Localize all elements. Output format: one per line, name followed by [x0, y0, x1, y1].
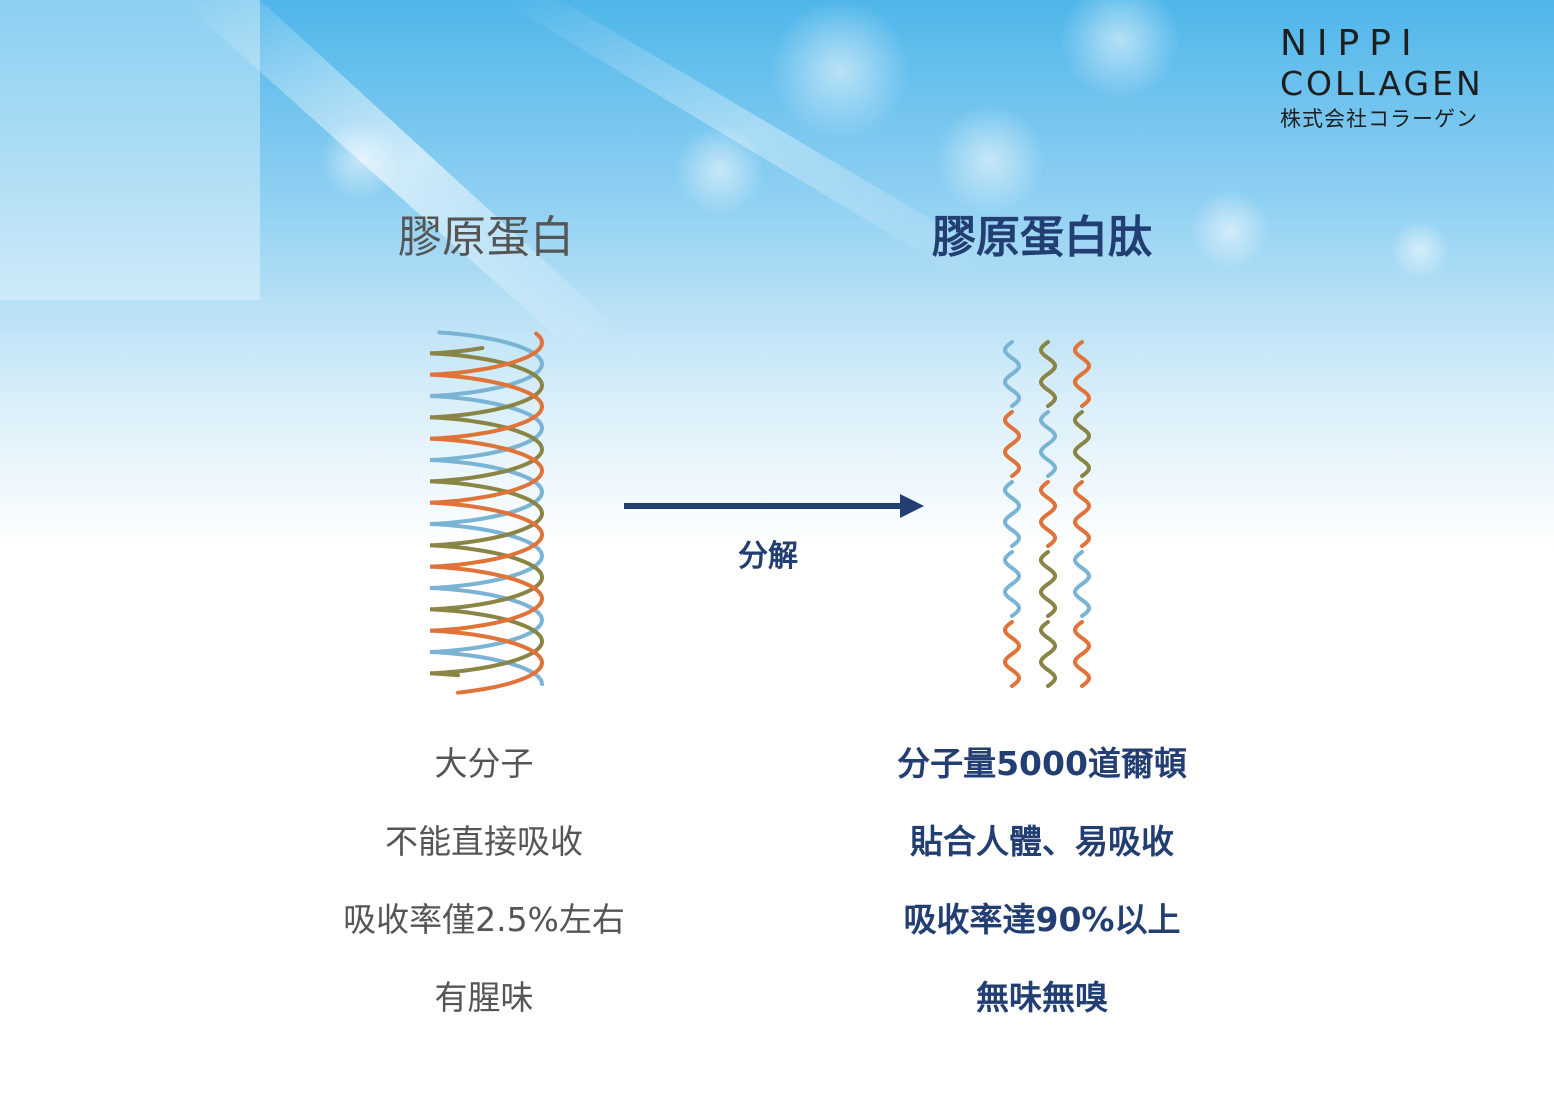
logo-company-name: 株式会社コラーゲン [1280, 107, 1478, 131]
collagen-property: 大分子 [434, 744, 534, 783]
collagen-peptide-fragments [1002, 340, 1092, 688]
peptide-property: 吸收率達90%以上 [903, 900, 1181, 939]
peptide-fragment [1002, 410, 1022, 478]
peptide-fragment [1072, 480, 1092, 548]
arrow-label: 分解 [738, 539, 798, 574]
breakdown-arrow [624, 494, 924, 518]
logo-line-nippi: NIPPI [1280, 23, 1422, 64]
peptide-fragment [1038, 340, 1058, 408]
peptide-fragment [1002, 480, 1022, 548]
peptide-properties: 分子量5000道爾頓 貼合人體、易吸收 吸收率達90%以上 無味無嗅 [792, 738, 1292, 1050]
peptide-fragment [1072, 410, 1092, 478]
logo-line-collagen: COLLAGEN [1280, 64, 1484, 103]
peptide-fragment [1038, 410, 1058, 478]
peptide-fragment [1038, 550, 1058, 618]
collagen-title: 膠原蛋白 [398, 212, 574, 263]
peptide-fragment [1002, 620, 1022, 688]
collagen-properties: 大分子 不能直接吸收 吸收率僅2.5%左右 有腥味 [234, 738, 734, 1050]
peptide-property: 貼合人體、易吸收 [910, 822, 1174, 861]
peptide-fragment [1072, 550, 1092, 618]
helix-strand-olive [429, 346, 545, 678]
peptide-property: 無味無嗅 [976, 978, 1108, 1017]
collagen-property: 有腥味 [434, 978, 534, 1017]
peptide-fragment [1002, 550, 1022, 618]
collagen-property: 吸收率僅2.5%左右 [343, 900, 625, 939]
peptide-fragment [1072, 620, 1092, 688]
collagen-property: 不能直接吸收 [385, 822, 583, 861]
helix-strand-blue [430, 330, 545, 686]
collagen-peptide-title: 膠原蛋白肽 [932, 212, 1152, 263]
helix-strand-orange [429, 331, 545, 695]
peptide-property: 分子量5000道爾頓 [897, 744, 1187, 783]
peptide-fragment [1002, 340, 1022, 408]
collagen-triple-helix [429, 330, 545, 695]
peptide-fragment [1038, 620, 1058, 688]
nippi-collagen-logo: NIPPI COLLAGEN 株式会社コラーゲン [1280, 24, 1530, 134]
peptide-fragment [1072, 340, 1092, 408]
peptide-fragment [1038, 480, 1058, 548]
